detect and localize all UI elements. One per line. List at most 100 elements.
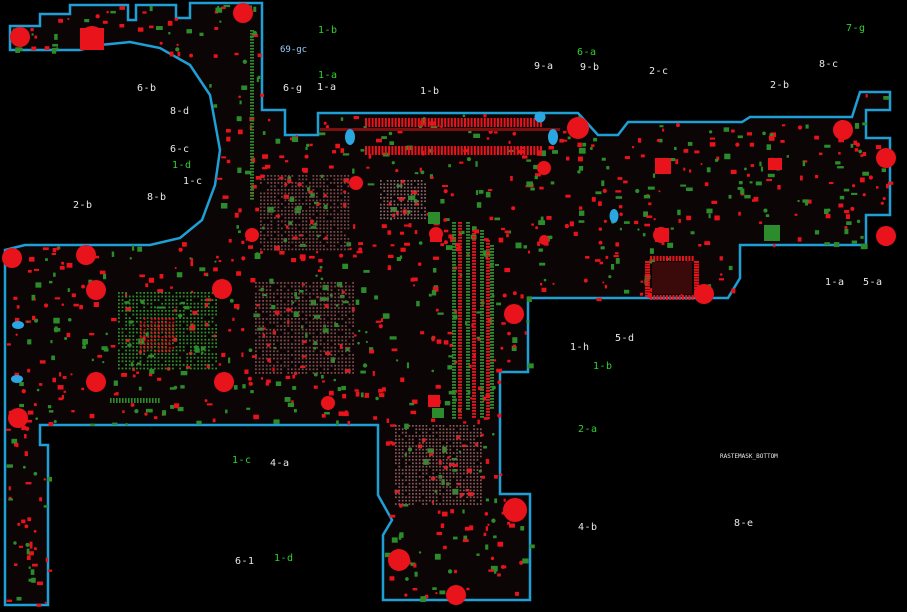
smd-pad	[515, 242, 522, 249]
via	[43, 303, 49, 308]
bga-ball	[326, 231, 329, 233]
smd-pad	[319, 296, 327, 301]
bga-ball	[269, 372, 272, 374]
bga-ball	[466, 493, 469, 495]
smd-pad	[291, 136, 299, 143]
smd-pad	[310, 219, 314, 225]
bga-ball	[291, 182, 294, 184]
bga-ball	[140, 332, 142, 335]
smd-pad	[838, 151, 841, 155]
bga-ball	[446, 479, 448, 482]
bga-ball	[215, 356, 217, 359]
qfp-pin	[659, 295, 662, 300]
smd-pad	[351, 307, 355, 312]
bga-ball	[276, 328, 279, 331]
bga-ball	[291, 241, 294, 244]
bga-ball	[309, 350, 311, 353]
smd-pad	[709, 142, 716, 147]
bga-ball	[269, 364, 272, 367]
bga-ball	[401, 499, 404, 502]
bga-ball	[260, 217, 262, 219]
bga-ball	[459, 459, 462, 461]
bus-trace	[458, 357, 462, 359]
bus-trace	[490, 377, 494, 379]
smd-pad	[747, 132, 753, 136]
bus-trace	[472, 335, 476, 337]
smd-pad	[364, 395, 367, 398]
smd-pad	[680, 184, 687, 187]
bga-ball	[287, 300, 290, 302]
bga-ball	[418, 425, 421, 427]
bga-ball	[132, 353, 135, 355]
bga-ball	[128, 367, 131, 370]
smd-pad	[189, 326, 196, 331]
bga-ball	[395, 428, 397, 431]
smd-pad	[606, 166, 610, 170]
bga-ball	[422, 445, 424, 448]
smd-pad	[520, 526, 525, 531]
qfp-pin	[694, 284, 699, 287]
bga-ball	[161, 364, 163, 366]
bga-ball	[146, 292, 149, 294]
bga-ball	[341, 336, 344, 338]
bus-trace	[490, 287, 494, 289]
bga-ball	[287, 314, 290, 317]
bga-ball	[469, 479, 472, 482]
bus-trace	[490, 293, 494, 295]
connector-pin	[421, 146, 424, 155]
bga-ball	[295, 182, 297, 184]
bus-trace	[466, 249, 470, 251]
bga-ball	[435, 452, 438, 454]
bga-ball	[408, 489, 411, 492]
smd-pad	[718, 278, 724, 281]
bga-ball	[323, 220, 325, 223]
bga-ball	[341, 303, 344, 306]
bga-ball	[165, 328, 167, 331]
bga-ball	[442, 472, 445, 475]
bus-trace	[486, 294, 490, 296]
bga-ball	[337, 292, 340, 295]
bus-trace	[472, 248, 476, 250]
smd-pad	[454, 242, 461, 247]
bga-ball	[284, 217, 287, 219]
bga-ball	[352, 364, 354, 367]
smd-pad	[318, 132, 326, 136]
bga-ball	[330, 346, 333, 349]
via	[305, 143, 310, 148]
smd-pad	[237, 167, 242, 174]
smd-pad	[48, 410, 54, 413]
bga-ball	[334, 303, 336, 306]
bga-ball	[295, 238, 297, 240]
bus-trace	[472, 326, 476, 328]
bga-ball	[345, 292, 347, 295]
bga-ball	[179, 328, 181, 330]
bga-ball	[386, 200, 389, 203]
smd-pad	[675, 159, 679, 165]
bga-ball	[330, 314, 333, 317]
bga-ball	[420, 180, 423, 182]
bga-ball	[172, 325, 175, 327]
bus-trace	[466, 270, 470, 272]
bga-ball	[277, 189, 280, 191]
smd-pad	[300, 257, 306, 261]
smd-pad	[523, 245, 528, 249]
bga-ball	[400, 193, 403, 196]
connector-pin	[450, 118, 453, 127]
edge-connector-pin	[250, 120, 254, 122]
bga-ball	[333, 210, 336, 212]
bga-ball	[442, 465, 445, 468]
bga-ball	[287, 325, 290, 327]
bga-ball	[326, 227, 329, 230]
bga-ball	[480, 469, 482, 471]
bga-ball	[150, 313, 153, 316]
smd-pad	[448, 234, 455, 239]
bga-ball	[452, 489, 455, 492]
bga-ball	[330, 196, 332, 198]
bus-trace	[466, 408, 470, 410]
bus-trace	[466, 345, 470, 347]
bga-ball	[333, 224, 336, 226]
bga-ball	[480, 462, 482, 465]
bus-trace	[452, 345, 456, 347]
via	[443, 189, 448, 194]
bga-ball	[319, 357, 322, 360]
